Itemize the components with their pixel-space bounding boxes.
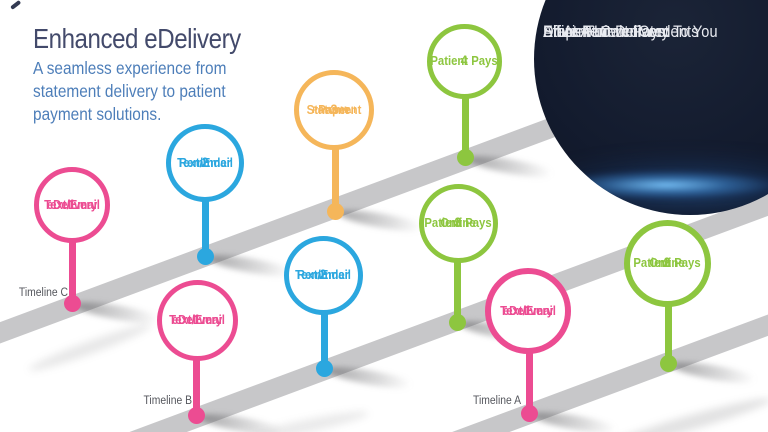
marker-step-number: 2 (663, 254, 671, 271)
badge-line: Steps For (543, 23, 608, 41)
marker-stem (201, 198, 209, 256)
marker-stem (453, 258, 461, 322)
marker-label-line: Reminder (296, 267, 350, 283)
marker-step-number: 2 (319, 266, 327, 283)
marker-stem (525, 350, 533, 413)
marker-dot (659, 354, 677, 372)
planet-horizon-glow-bright (542, 169, 768, 201)
timeline-label-b: Timeline B (143, 395, 192, 407)
marker-label-line: Text/Email (177, 155, 233, 171)
marker-step-number: 4 (460, 52, 468, 69)
badge-line: All At A Lower Cost To You (543, 23, 718, 41)
marker-dot-shadow (197, 410, 289, 432)
marker-label-line: Reminder (178, 155, 232, 171)
marker-label-line: Paper (318, 102, 350, 118)
marker-stem (461, 94, 469, 157)
badge-line: Efficient Calculated (543, 23, 671, 41)
subtitle-line: statement delivery to patient (33, 81, 226, 101)
marker-step-number: 1 (193, 311, 201, 328)
marker-label-line: Online (440, 215, 476, 231)
marker-step-number: 3 (454, 214, 462, 231)
marker-label-line: eDelivery (171, 312, 223, 328)
badge-line: Drive Patient Payments (543, 23, 699, 41)
marker-stem (192, 356, 200, 415)
marker-step-number: 1 (68, 196, 76, 213)
marker-label-line: Text/Email (500, 303, 556, 319)
marker-stem (664, 302, 672, 363)
marker-label-line: Text/Email (295, 267, 351, 283)
marker-label-line: Statement (306, 102, 362, 118)
marker-step-number: 2 (201, 154, 209, 171)
marker-step-number: 3 (330, 101, 338, 118)
marker-dot (326, 202, 344, 220)
marker-dot (520, 404, 538, 422)
marker-stem (320, 310, 328, 368)
marker-dot-shadow (669, 358, 761, 388)
marker-dot (315, 359, 333, 377)
timeline-label-c: Timeline C (18, 287, 68, 299)
marker-label-line: Online (649, 255, 685, 271)
marker-dot (448, 313, 466, 331)
page-subtitle: A seamless experience from statement del… (33, 57, 226, 126)
marker-dot-shadow (336, 206, 428, 236)
marker-dot (196, 247, 214, 265)
marker-dot-shadow (73, 298, 165, 328)
marker-label-line: Text/Email (169, 312, 225, 328)
marker-label-line: eDelivery (46, 197, 98, 213)
subtitle-line: payment solutions. (33, 104, 162, 124)
marker-dot (456, 148, 474, 166)
badge-line: Statement Delivery (543, 23, 669, 41)
marker-dot-shadow (325, 363, 417, 393)
floor-shadow (601, 392, 768, 432)
marker-label-line: Patient Pays (424, 215, 492, 231)
floor-shadow (26, 319, 154, 376)
corner-logo-mark (10, 0, 21, 10)
marker-label-line: Patient Pays (633, 255, 701, 271)
timeline-label-a: Timeline A (473, 395, 521, 407)
marker-dot (187, 406, 205, 424)
planet-badge: Efficient Calculated Steps For Statement… (534, 0, 768, 215)
marker-stem (68, 239, 76, 303)
marker-dot-shadow (530, 408, 622, 432)
page-title: Enhanced eDelivery (33, 23, 241, 54)
marker-label-line: Text/Email (44, 197, 100, 213)
marker-sublabel: Print & Mail (312, 104, 356, 115)
marker-label-line: eDelivery (502, 303, 554, 319)
marker-step-number: 1 (524, 302, 532, 319)
marker-stem (331, 146, 339, 211)
subtitle-line: A seamless experience from (33, 58, 227, 78)
marker-dot (63, 294, 81, 312)
marker-label-line: Patient Pays (430, 53, 498, 69)
